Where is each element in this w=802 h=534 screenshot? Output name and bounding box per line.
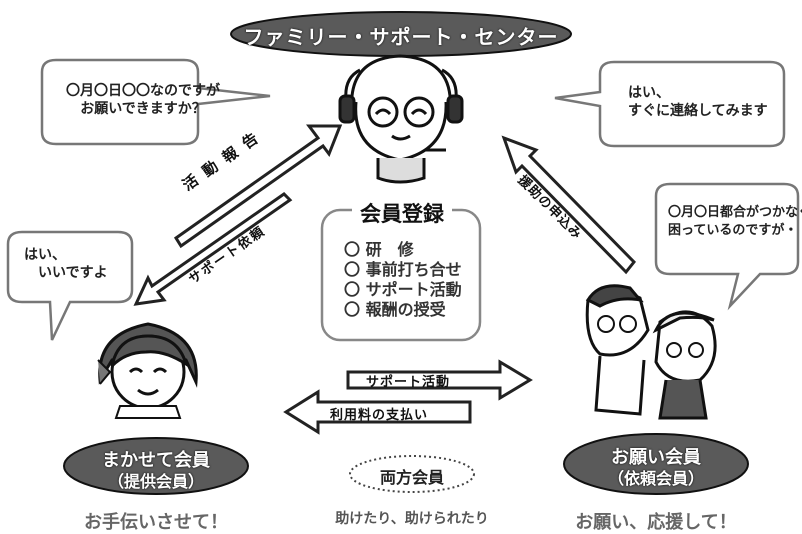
provider-caption: お手伝いさせて！ — [84, 512, 228, 533]
registration-title: 会員登録 — [360, 202, 444, 226]
requester-label: お願い会員 — [611, 447, 701, 468]
fee-payment-label: 利用料の支払い — [330, 408, 429, 423]
both-label: 両方会員 — [379, 468, 444, 487]
page-title: ファミリー・サポート・センター — [243, 25, 559, 49]
registration-item: 〇 報酬の授受 — [344, 300, 446, 319]
speech-bubble-center-question — [40, 58, 271, 146]
fee-payment-arrow — [283, 389, 472, 435]
center-reply-text: はい、 すぐに連絡してみます — [628, 85, 768, 119]
registration-item: 〇 事前打ち合せ — [344, 260, 462, 279]
coordinator-illustration — [338, 54, 464, 184]
speech-bubble-requester — [654, 182, 800, 311]
support-activity-arrow — [346, 359, 533, 401]
assistance-application-arrow — [501, 135, 637, 275]
both-oval — [349, 455, 475, 493]
provider-sublabel: （提供会員） — [107, 472, 204, 491]
requester-caption: お願い、応援して！ — [575, 512, 737, 533]
activity-report-arrow — [173, 124, 343, 249]
registration-item: 〇 サポート活動 — [344, 280, 462, 299]
support-request-arrow — [133, 192, 293, 306]
registration-item: 〇 研 修 — [344, 240, 414, 259]
support-activity-label: サポート活動 — [366, 375, 451, 390]
requester-request-text: 〇月〇日都合がつかなくて 困っているのですが・・・ — [668, 205, 802, 238]
provider-oval — [63, 437, 249, 495]
provider-reply-text: はい、 いいですよ — [24, 247, 108, 281]
provider-illustration — [97, 322, 198, 419]
center-question-text: 〇月〇日〇〇なのですが お願いできますか？ — [66, 83, 220, 117]
requester-sublabel: （依頼会員） — [607, 469, 704, 488]
requester-oval — [563, 433, 749, 495]
speech-bubble-center-reply — [554, 60, 786, 148]
speech-bubble-provider — [6, 230, 134, 341]
requester-illustration — [585, 284, 717, 420]
both-caption: 助けたり、助けられたり — [335, 511, 489, 527]
provider-label: まかせて会員 — [102, 450, 210, 471]
